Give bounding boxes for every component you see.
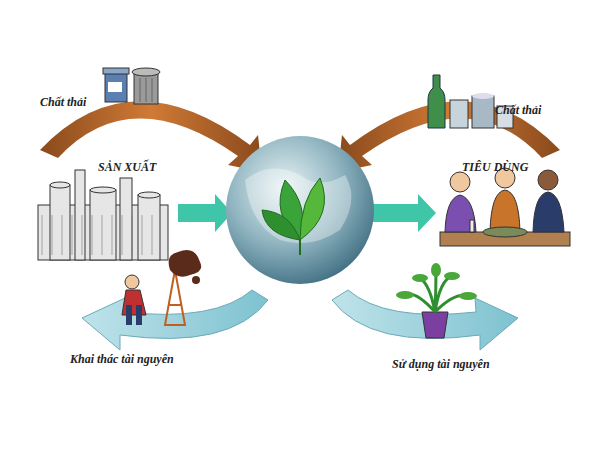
factory-stroke	[82, 215, 83, 255]
bottles	[428, 75, 513, 128]
flow-arrow	[372, 194, 436, 232]
factory-stroke	[62, 215, 63, 255]
factory	[38, 170, 168, 260]
factory-stroke	[132, 215, 133, 255]
factory-stroke	[102, 215, 103, 255]
resource-label: Khai thác tài nguyên	[70, 352, 174, 367]
factory-stroke	[42, 215, 43, 255]
factory-stroke	[112, 215, 113, 255]
waste-label: Chất thải	[495, 103, 541, 118]
oil-extraction	[122, 250, 201, 325]
flow-arrow	[178, 194, 232, 232]
trash-cans	[103, 68, 160, 104]
factory-stroke	[52, 215, 53, 255]
waste-label: Chất thải	[40, 95, 86, 110]
potted-plant	[396, 263, 477, 338]
resource-label: Sử dụng tài nguyên	[392, 357, 490, 372]
factory-detail	[42, 215, 152, 255]
factory-stroke	[142, 215, 143, 255]
consumers	[440, 168, 570, 246]
process-label: TIÊU DÙNG	[462, 160, 528, 175]
factory-stroke	[152, 215, 153, 255]
factory-stroke	[92, 215, 93, 255]
process-label: SẢN XUẤT	[98, 160, 156, 175]
resource-arrow	[332, 290, 518, 350]
globe	[226, 136, 374, 284]
cloud	[245, 169, 351, 244]
factory-stroke	[72, 215, 73, 255]
resource-arrow	[82, 290, 268, 350]
leaves	[262, 178, 325, 255]
factory-stroke	[122, 215, 123, 255]
